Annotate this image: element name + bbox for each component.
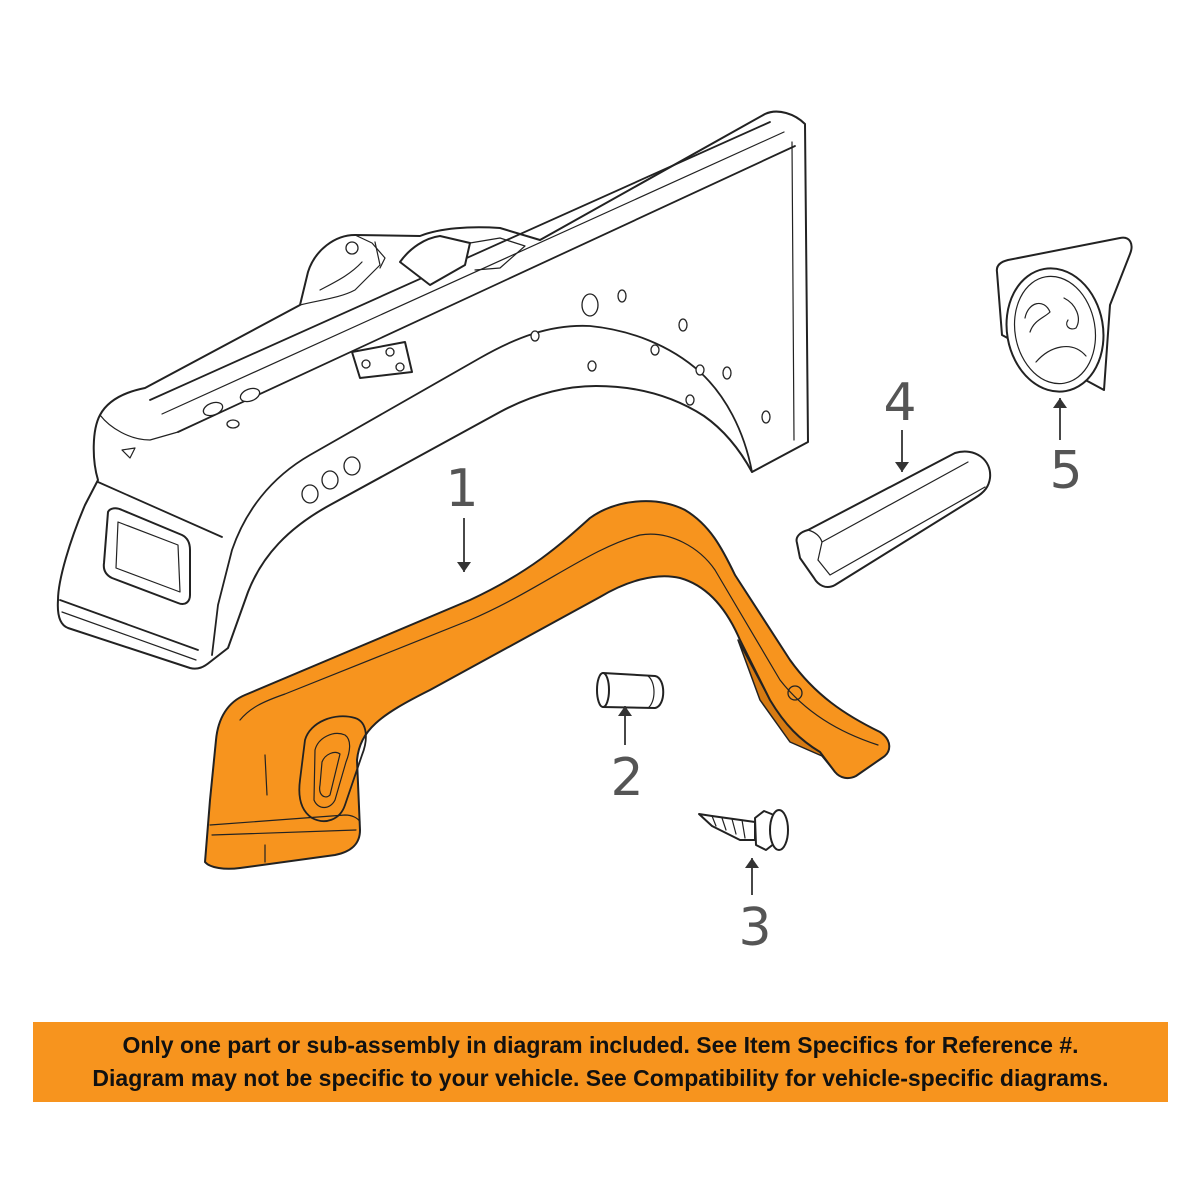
- disclaimer-line-1: Only one part or sub-assembly in diagram…: [122, 1032, 1079, 1058]
- screw-part: [698, 809, 789, 851]
- fender-lower-edge: [61, 611, 197, 661]
- flare-lower-lip: [209, 814, 361, 826]
- fender-rear-edge: [791, 141, 795, 441]
- callout-number-4: 4: [883, 373, 916, 433]
- disclaimer-line-2: Diagram may not be specific to your vehi…: [92, 1065, 1109, 1091]
- fender-rear-cap: [99, 414, 179, 441]
- fender-rail-line: [177, 145, 796, 433]
- callout-number-5: 5: [1049, 441, 1082, 501]
- inner-apron-structure: [299, 234, 526, 306]
- fender-rear-cap: [121, 447, 136, 459]
- flare-crease: [239, 533, 879, 746]
- callout-number-2: 2: [610, 748, 643, 808]
- molding-part: [795, 450, 992, 588]
- flare-body: [204, 500, 891, 870]
- callout-number-3: 3: [738, 898, 771, 958]
- fender-holes: [202, 289, 771, 504]
- side-lamp: [102, 507, 191, 605]
- flare-mounting-hole: [787, 685, 803, 701]
- fender-rail-line: [161, 131, 785, 415]
- callout-number-1: 1: [445, 459, 478, 519]
- clip-part: [596, 672, 665, 709]
- flare-lower-lip: [211, 829, 357, 836]
- fender-lower-edge: [59, 599, 199, 651]
- fender-front-face-line: [97, 481, 223, 538]
- side-lamp-lens: [115, 521, 181, 593]
- flare-marker-recess: [298, 715, 367, 822]
- disclaimer-banner: Only one part or sub-assembly in diagram…: [33, 1022, 1168, 1102]
- flare-seam: [264, 754, 268, 796]
- emblem-part: [995, 236, 1133, 393]
- fender-bracket: [351, 341, 413, 379]
- fender-panel: [56, 110, 809, 670]
- fender-flare: [204, 500, 891, 870]
- fender-arch-edge: [211, 324, 753, 656]
